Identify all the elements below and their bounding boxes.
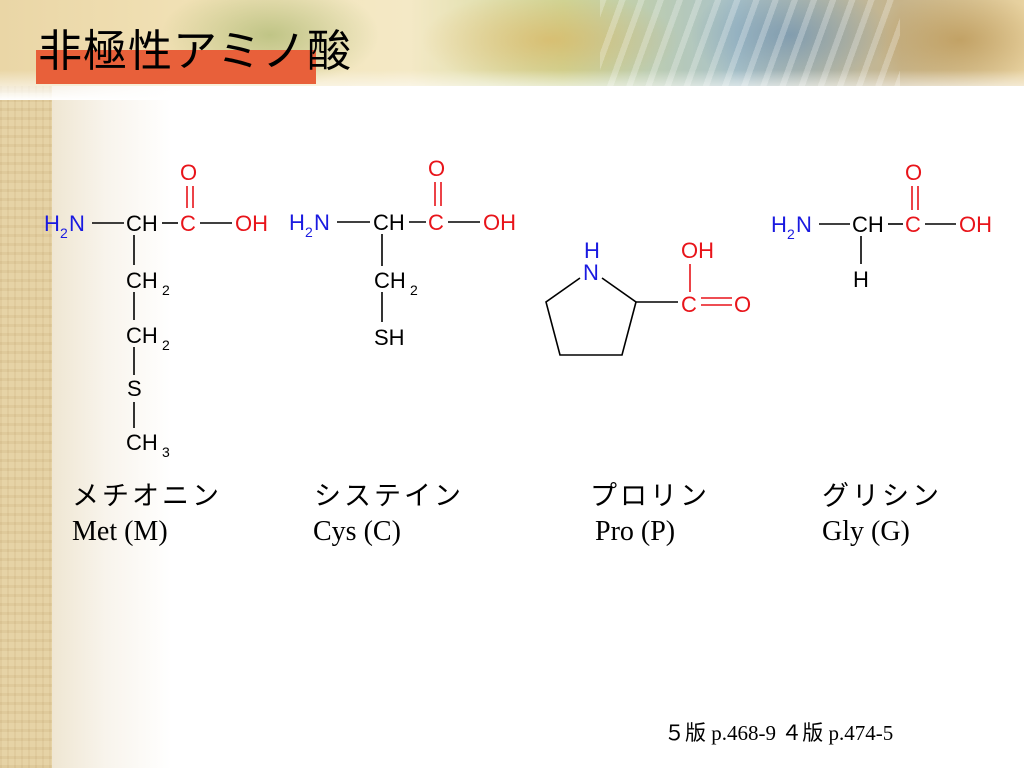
atom-ch: CH <box>852 212 884 237</box>
atom-ch: CH <box>373 210 405 235</box>
atom-ch: CH <box>126 430 158 455</box>
amino-acid-name-cysteine: システイン <box>314 481 464 512</box>
atom-n: N <box>583 260 599 285</box>
structure-methionine: O H 2 N CH C OH CH 2 CH 2 S CH 3 <box>44 160 268 460</box>
atom-ch: CH <box>126 268 158 293</box>
atom-c: C <box>905 212 921 237</box>
atom-o: O <box>734 292 751 317</box>
atom-h: H <box>853 267 869 292</box>
atom-sub: 2 <box>410 282 418 298</box>
pyrrolidine-ring <box>545 277 637 356</box>
parchment-fade <box>52 0 172 768</box>
atom-h: H <box>584 238 600 263</box>
atom-ch: CH <box>126 211 158 236</box>
amino-acid-abbr-glycine: Gly (G) <box>822 516 910 547</box>
atom-n: N <box>69 211 85 236</box>
atom-s: S <box>127 376 142 401</box>
amino-acid-abbr-cysteine: Cys (C) <box>313 516 401 547</box>
atom-sub: 2 <box>787 226 795 242</box>
atom-oh: OH <box>235 211 268 236</box>
atom-n: N <box>796 212 812 237</box>
structure-cysteine: O H 2 N CH C OH CH 2 SH <box>289 156 516 350</box>
slide-title: 非極性アミノ酸 <box>38 26 353 77</box>
amino-acid-name-proline: プロリン <box>590 481 710 512</box>
atom-o: O <box>180 160 197 185</box>
page-reference: ５版 p.468-9 ４版 p.474-5 <box>664 721 894 745</box>
atom-oh: OH <box>959 212 992 237</box>
atom-c: C <box>180 211 196 236</box>
amino-acid-name-methionine: メチオニン <box>72 481 222 512</box>
atom-sub: 3 <box>162 444 170 460</box>
atom-sub: 2 <box>162 282 170 298</box>
amino-acid-abbr-proline: Pro (P) <box>595 516 676 547</box>
atom-sub: 2 <box>162 337 170 353</box>
atom-h: H <box>771 212 787 237</box>
atom-h: H <box>44 211 60 236</box>
atom-ch: CH <box>374 268 406 293</box>
atom-oh: OH <box>483 210 516 235</box>
atom-c: C <box>681 292 697 317</box>
atom-sub: 2 <box>60 225 68 241</box>
atom-o: O <box>428 156 445 181</box>
atom-ch: CH <box>126 323 158 348</box>
atom-o: O <box>905 160 922 185</box>
atom-sh: SH <box>374 325 405 350</box>
atom-n: N <box>314 210 330 235</box>
atom-sub: 2 <box>305 224 313 240</box>
structure-glycine: O H 2 N CH C OH H <box>771 160 992 292</box>
amino-acid-name-glycine: グリシン <box>822 481 942 512</box>
title-highlight-bar <box>36 50 316 84</box>
structure-proline: H N OH C O <box>545 238 751 356</box>
atom-h: H <box>289 210 305 235</box>
amino-acid-abbr-methionine: Met (M) <box>72 516 168 547</box>
parchment-strip <box>0 0 52 768</box>
atom-c: C <box>428 210 444 235</box>
atom-oh: OH <box>681 238 714 263</box>
